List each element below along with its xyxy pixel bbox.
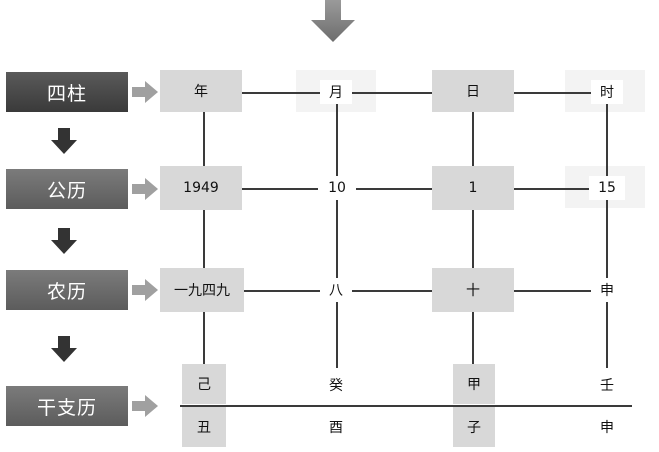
gregorian-day-text: 1: [468, 180, 478, 196]
lunar-hour-text: 申: [600, 283, 614, 299]
pillar-cell-hour: 时: [591, 80, 623, 104]
top-down-arrow-icon: [311, 0, 355, 42]
ganzhi-stem-month-text: 癸: [329, 378, 343, 394]
row-label-pillars-text: 四柱: [46, 82, 87, 105]
lunar-cell-hour: 申: [591, 278, 623, 302]
month-column-line: [336, 92, 338, 372]
ganzhi-branch-year: 丑: [182, 407, 226, 447]
row-label-ganzhi-text: 干支历: [36, 396, 97, 419]
ganzhi-divider-line: [180, 405, 632, 407]
ganzhi-stem-year: 己: [182, 364, 226, 404]
gregorian-cell-year: 1949: [160, 166, 242, 210]
pillar-cell-day: 日: [432, 70, 514, 112]
gregorian-cell-hour: 15: [589, 176, 625, 200]
lunar-cell-day: 十: [432, 268, 514, 312]
ganzhi-stem-year-text: 己: [197, 377, 211, 393]
pillar-hour-text: 时: [600, 85, 614, 101]
year-column-line: [203, 92, 205, 372]
down-arrow-icon: [51, 228, 77, 254]
gregorian-month-text: 10: [328, 180, 346, 196]
lunar-month-text: 八: [329, 283, 343, 299]
ganzhi-stem-day-text: 甲: [467, 377, 481, 393]
ganzhi-branch-hour: 申: [591, 410, 623, 444]
pillar-cell-year: 年: [160, 70, 242, 112]
lunar-day-text: 十: [466, 283, 480, 299]
row-label-gregorian: 公历: [6, 169, 128, 209]
ganzhi-stem-hour-text: 壬: [600, 378, 614, 394]
ganzhi-stem-month: 癸: [320, 368, 352, 402]
gregorian-cell-day: 1: [432, 166, 514, 210]
pillar-month-text: 月: [329, 85, 343, 101]
lunar-year-text: 一九四九: [174, 283, 230, 299]
row-label-lunar: 农历: [6, 270, 128, 310]
right-arrow-icon: [132, 178, 158, 200]
ganzhi-branch-day-text: 子: [467, 420, 481, 436]
ganzhi-branch-hour-text: 申: [600, 420, 614, 436]
ganzhi-branch-day: 子: [453, 407, 495, 447]
lunar-row-line: [160, 290, 614, 292]
ganzhi-stem-hour: 壬: [591, 368, 623, 402]
row-label-gregorian-text: 公历: [46, 179, 87, 202]
gregorian-hour-text: 15: [598, 180, 616, 196]
ganzhi-branch-month-text: 酉: [329, 420, 343, 436]
row-label-lunar-text: 农历: [46, 280, 87, 303]
pillars-row-line: [160, 92, 614, 94]
down-arrow-icon: [51, 336, 77, 362]
ganzhi-branch-year-text: 丑: [197, 420, 211, 436]
ganzhi-branch-month: 酉: [320, 410, 352, 444]
row-label-pillars: 四柱: [6, 72, 128, 112]
day-column-line: [472, 92, 474, 372]
pillar-day-text: 日: [466, 84, 480, 100]
right-arrow-icon: [132, 81, 158, 103]
gregorian-row-line: [160, 188, 614, 190]
down-arrow-icon: [51, 128, 77, 154]
pillar-year-text: 年: [194, 84, 208, 100]
right-arrow-icon: [132, 395, 158, 417]
gregorian-cell-month: 10: [318, 176, 356, 200]
ganzhi-stem-day: 甲: [453, 364, 495, 404]
right-arrow-icon: [132, 279, 158, 301]
gregorian-year-text: 1949: [183, 180, 219, 196]
lunar-cell-month: 八: [320, 278, 352, 302]
lunar-cell-year: 一九四九: [160, 268, 244, 312]
pillar-cell-month: 月: [320, 80, 352, 104]
hour-column-line: [606, 92, 608, 372]
row-label-ganzhi: 干支历: [6, 386, 128, 426]
